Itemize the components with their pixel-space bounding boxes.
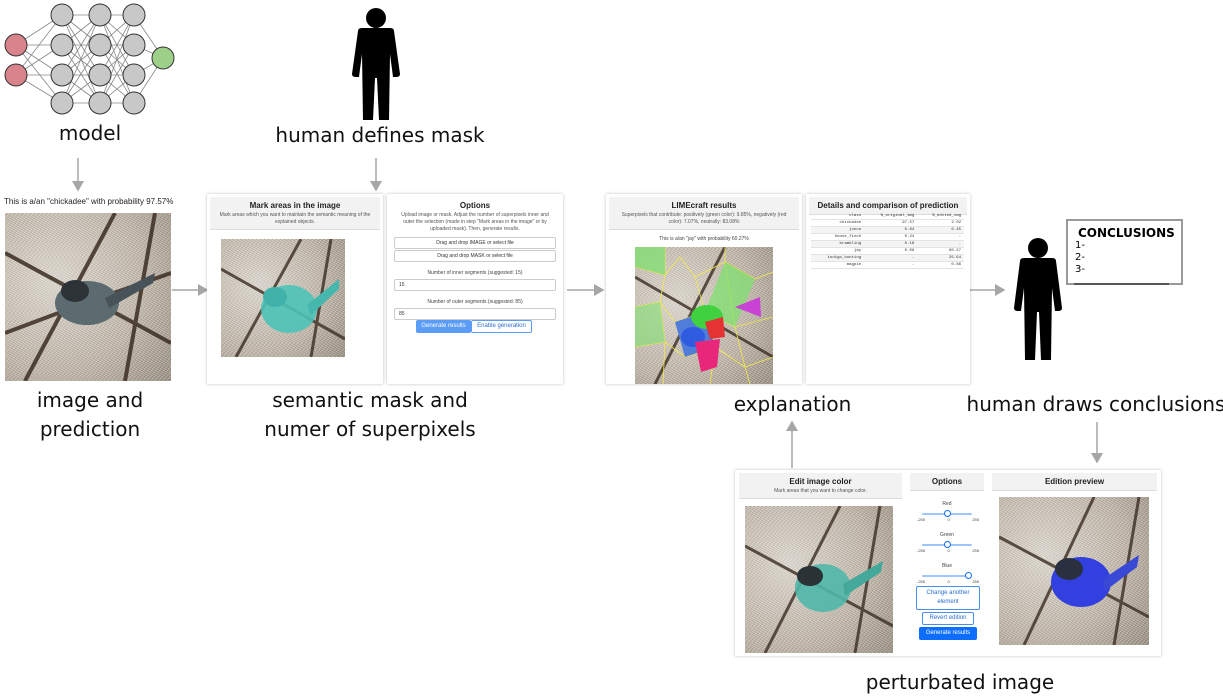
generate-results-button[interactable]: Generate results	[416, 320, 471, 333]
neural-network-icon	[4, 3, 175, 115]
conclusion-line: 2-	[1075, 252, 1085, 263]
image-dropzone[interactable]: Drag and drop IMAGE or select file	[394, 237, 556, 249]
input-neuron	[4, 63, 28, 87]
table-row: magpie-0.86	[811, 261, 964, 269]
comparison-table: class %_original_img %_edited_img chicka…	[811, 213, 964, 269]
green-slider-handle[interactable]	[944, 541, 951, 548]
green-label: Green	[940, 532, 954, 538]
generate-results-button[interactable]: Generate results	[919, 627, 977, 640]
input-neuron	[4, 33, 28, 57]
blue-slider-handle[interactable]	[965, 572, 972, 579]
perturbated-image-label: perturbated image	[865, 670, 1055, 694]
details-title: Details and comparison of prediction	[817, 201, 959, 210]
person-icon	[1014, 238, 1062, 360]
red-slider[interactable]	[922, 510, 972, 517]
edit-image-panel: Edit image color Mark areas that you wan…	[735, 470, 1161, 656]
output-neuron	[151, 46, 175, 70]
explanation-image	[634, 246, 774, 385]
outer-segments-input[interactable]: 85	[394, 308, 556, 320]
blue-slider[interactable]	[922, 572, 972, 579]
whiteboard-tray	[1074, 283, 1169, 285]
mark-areas-subtitle: Mark areas which you want to maintain th…	[219, 212, 371, 225]
image-prediction-label: image and prediction	[36, 388, 144, 441]
explanation-label: explanation	[733, 392, 852, 416]
mark-areas-title: Mark areas in the image	[249, 201, 341, 210]
edit-canvas[interactable]	[744, 505, 894, 654]
limecraft-subtitle: Superpixels that contribute: positively …	[621, 212, 787, 225]
model-label: model	[58, 121, 122, 145]
mask-drawing-canvas[interactable]	[220, 238, 346, 358]
options-panel: Options Upload image or mask. Adjust the…	[387, 194, 563, 384]
conclusions-title: CONCLUSIONS	[1078, 226, 1175, 240]
blue-label: Blue	[941, 563, 952, 569]
edit-options-title: Options	[931, 477, 963, 486]
human-defines-mask-label: human defines mask	[275, 123, 485, 147]
revert-edition-button[interactable]: Revert edition	[922, 612, 974, 625]
prediction-text: This is a/an "chickadee" with probabilit…	[4, 197, 174, 206]
outer-segments-label: Number of outer segments (suggested: 85)	[427, 299, 523, 305]
conclusion-line: 1-	[1075, 240, 1085, 251]
human-draws-conclusions-label: human draws conclusions	[966, 392, 1223, 416]
edit-image-subtitle: Mark areas that you want to change color…	[774, 488, 867, 494]
table-header: %_original_img	[864, 213, 918, 220]
inner-segments-input[interactable]: 15	[394, 279, 556, 291]
edition-preview-title: Edition preview	[1044, 477, 1105, 486]
mask-dropzone[interactable]: Drag and drop MASK or select file	[394, 250, 556, 262]
table-header: %_edited_img	[917, 213, 964, 220]
original-bird-image	[4, 212, 172, 382]
table-row: indigo_bunting-25.94	[811, 254, 964, 262]
red-label: Red	[942, 501, 952, 507]
details-panel: Details and comparison of prediction cla…	[806, 194, 970, 384]
options-title: Options	[459, 201, 491, 210]
limecraft-title: LIMEcraft results	[671, 201, 737, 210]
table-header: class	[811, 213, 865, 220]
enable-generation-button[interactable]: Enable generation	[471, 320, 532, 333]
edition-preview-image	[998, 496, 1150, 646]
person-icon	[352, 8, 400, 120]
red-slider-handle[interactable]	[944, 510, 951, 517]
mark-areas-panel: Mark areas in the image Mark areas which…	[207, 194, 383, 384]
conclusions-whiteboard: CONCLUSIONS 1- 2- 3-	[1066, 219, 1183, 285]
change-another-element-button[interactable]: Change another element	[916, 586, 980, 610]
options-subtitle: Upload image or mask. Adjust the number …	[401, 212, 549, 232]
green-slider[interactable]	[922, 541, 972, 548]
limecraft-results-panel: LIMEcraft results Superpixels that contr…	[606, 194, 802, 385]
semantic-mask-label: semantic mask and numer of superpixels	[264, 388, 476, 441]
inner-segments-label: Number of inner segments (suggested: 15)	[427, 270, 523, 276]
table-header-row: class %_original_img %_edited_img	[811, 213, 964, 220]
edit-image-title: Edit image color	[789, 477, 852, 486]
limecraft-prediction: This is a/an "jay" with probability 60.2…	[659, 236, 749, 242]
conclusion-line: 3-	[1075, 264, 1085, 275]
